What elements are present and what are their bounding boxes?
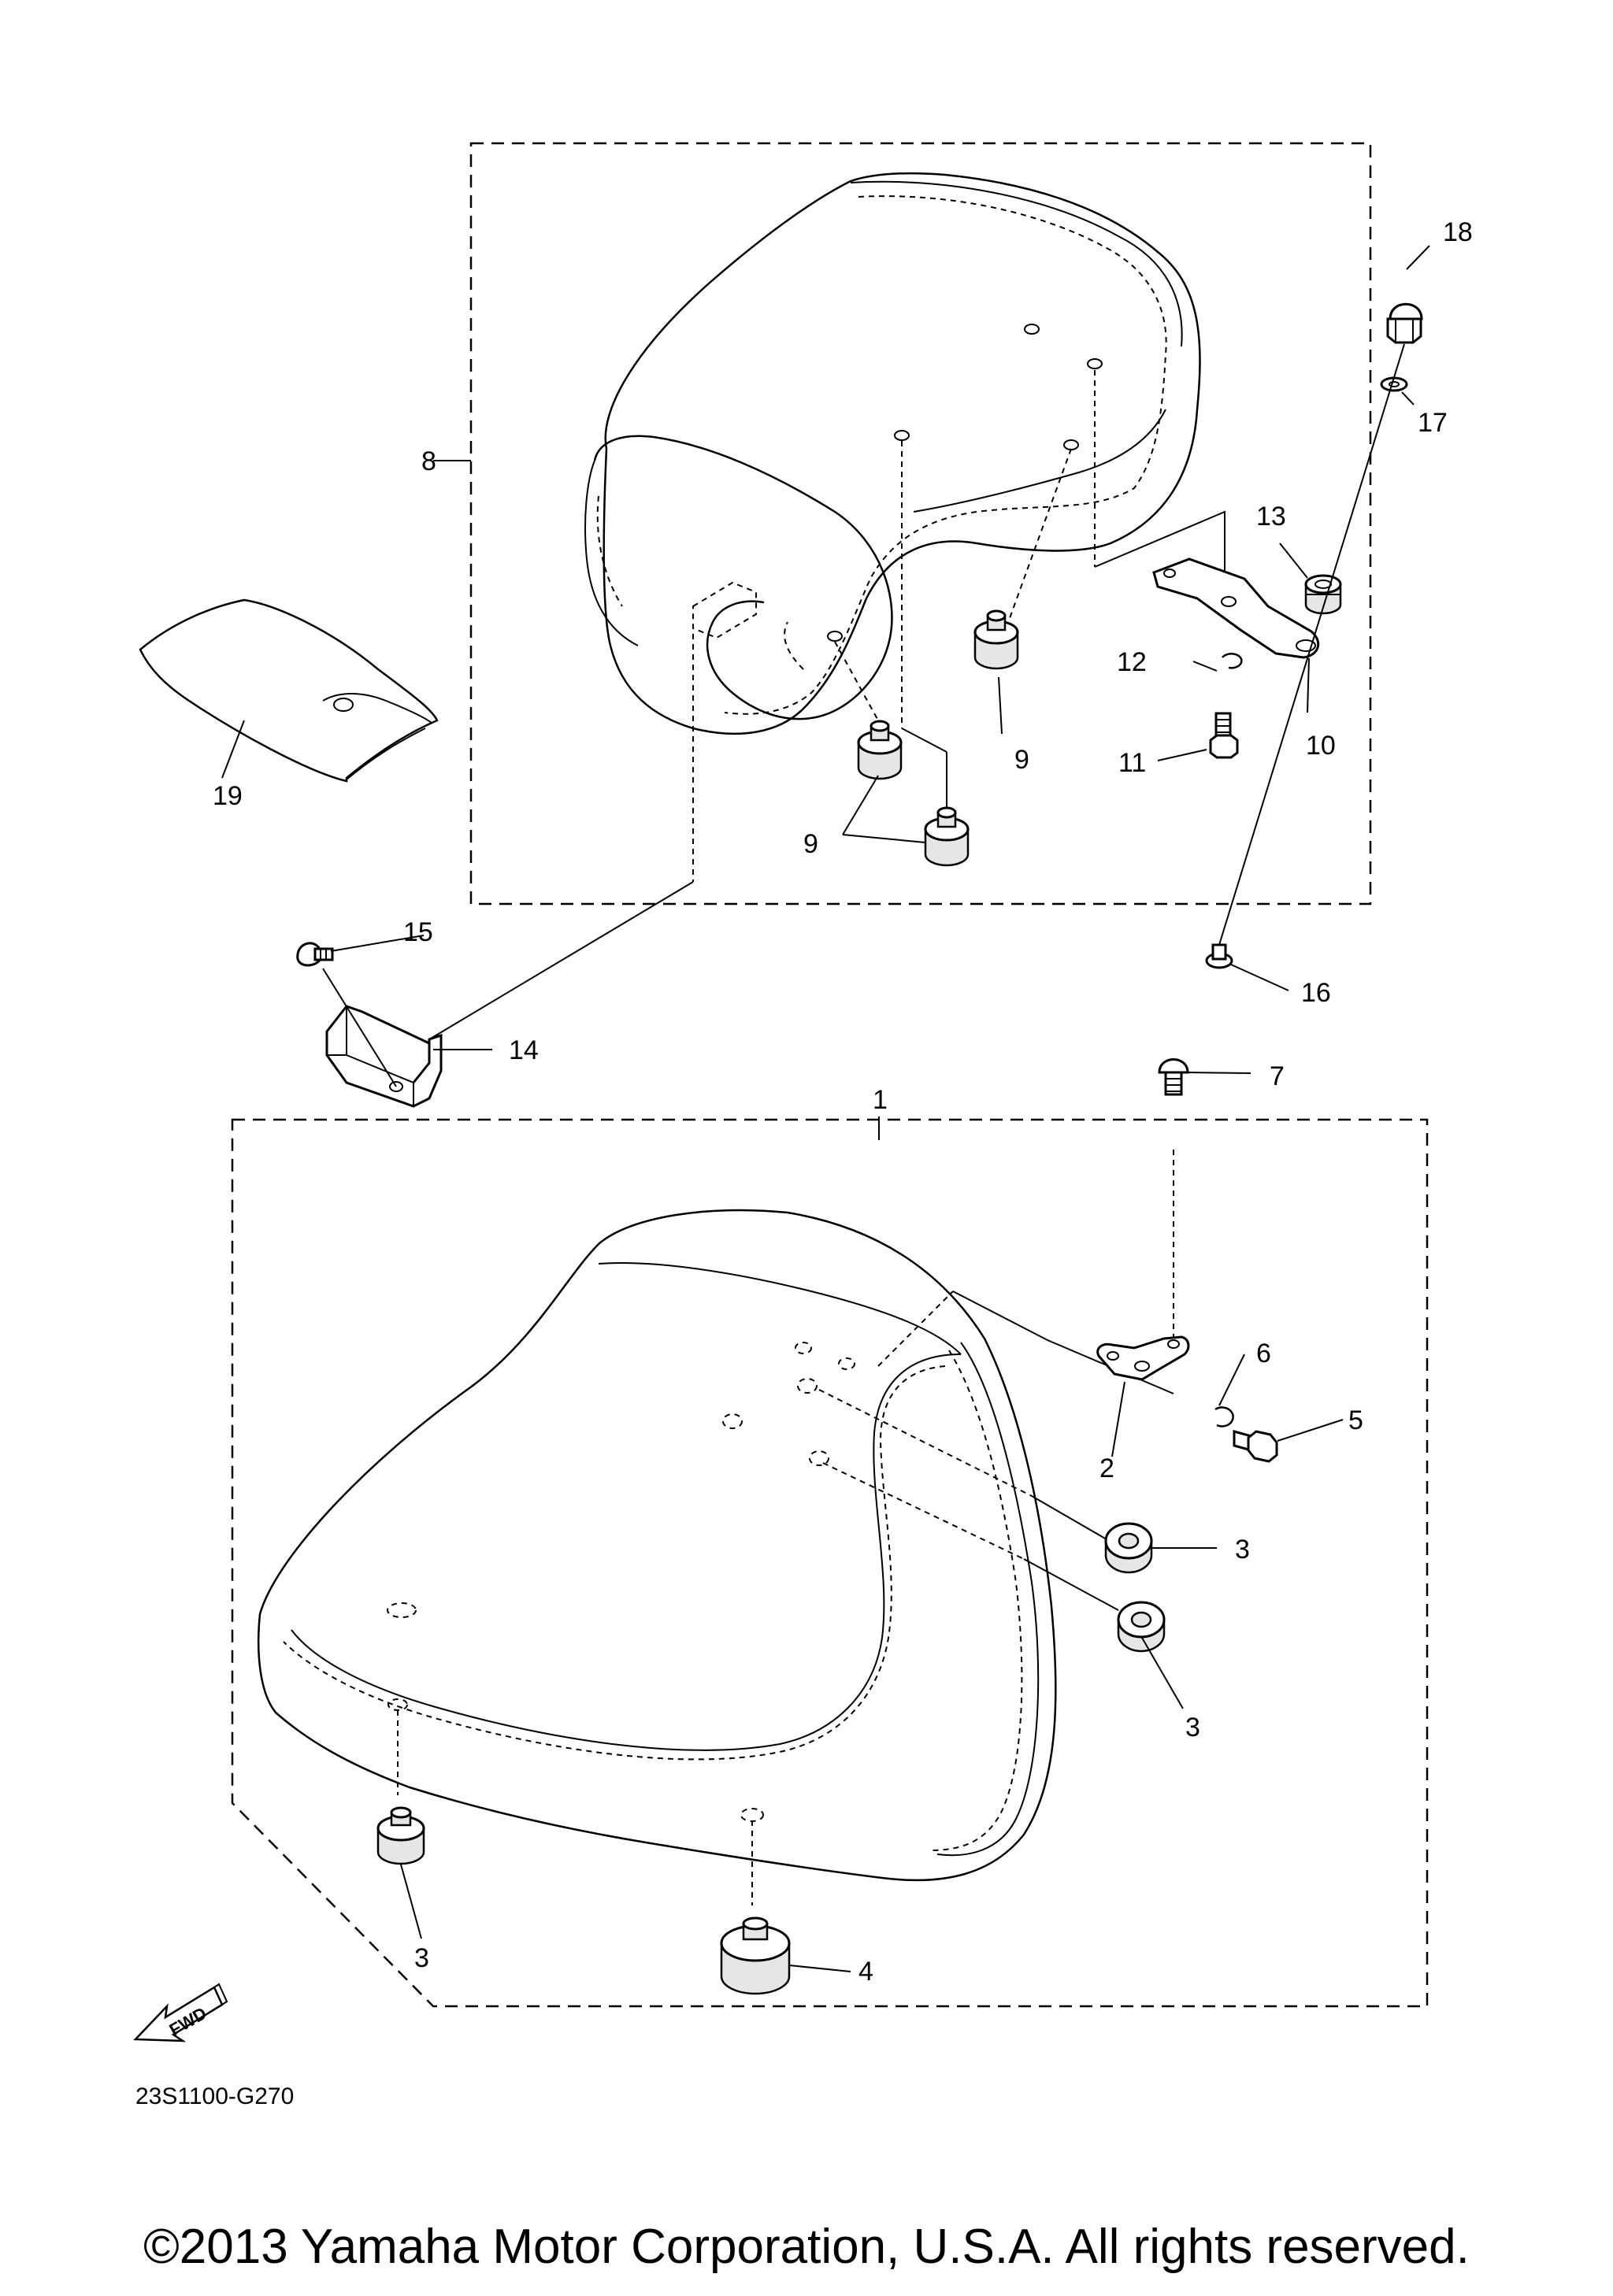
callout-16: 16 [1301,978,1331,1008]
screw-11 [1209,712,1239,759]
callout-1: 1 [873,1085,888,1115]
callout-19: 19 [213,781,243,811]
copyright-notice: ©2013 Yamaha Motor Corporation, U.S.A. A… [143,2220,1470,2274]
rider-seat [257,1209,1057,1882]
grommet-9b [857,720,903,780]
circlip-6 [1214,1406,1234,1428]
grommet-9c [924,806,970,867]
grommet-3a [1104,1522,1153,1574]
callout-4: 4 [858,1957,873,1987]
callout-9b: 9 [803,829,818,859]
callout-2: 2 [1099,1454,1114,1483]
callout-3b: 3 [1185,1713,1200,1742]
fwd-arrow-icon: FWD [133,1983,228,2042]
callout-15: 15 [403,917,433,947]
callout-3a: 3 [1235,1535,1250,1565]
group-box-8 [469,142,1372,905]
screw-7 [1158,1058,1189,1096]
nut-16 [1205,943,1233,969]
callout-13: 13 [1256,502,1286,531]
bracket-14 [325,1005,443,1108]
callout-3c: 3 [414,1943,429,1973]
bracket-10 [1152,557,1320,659]
callout-10: 10 [1306,731,1336,761]
callout-14: 14 [509,1035,539,1065]
fwd-label: FWD [166,2003,210,2040]
callout-17: 17 [1418,408,1448,438]
bolt-5 [1233,1430,1278,1463]
callout-18: 18 [1443,217,1473,247]
bracket-2 [1096,1335,1190,1381]
callout-7: 7 [1270,1061,1285,1091]
callout-5: 5 [1348,1405,1363,1435]
seat-cover-19 [139,598,439,783]
callout-8: 8 [421,446,436,476]
callout-11: 11 [1118,748,1146,778]
damper-4 [720,1916,791,1995]
callout-9a: 9 [1014,745,1029,775]
passenger-seat [584,172,1201,735]
cap-nut-18 [1386,302,1423,344]
grommet-3c [376,1806,425,1865]
diagram-code: 23S1100-G270 [135,2083,294,2109]
screw-15 [296,942,334,967]
grommet-9a [973,609,1019,670]
circlip-12 [1222,653,1243,669]
grommet-3b [1117,1601,1166,1653]
callout-leaders [221,245,1430,1972]
callout-12: 12 [1117,647,1147,677]
callout-6: 6 [1256,1339,1271,1368]
grommet-13 [1304,574,1342,615]
